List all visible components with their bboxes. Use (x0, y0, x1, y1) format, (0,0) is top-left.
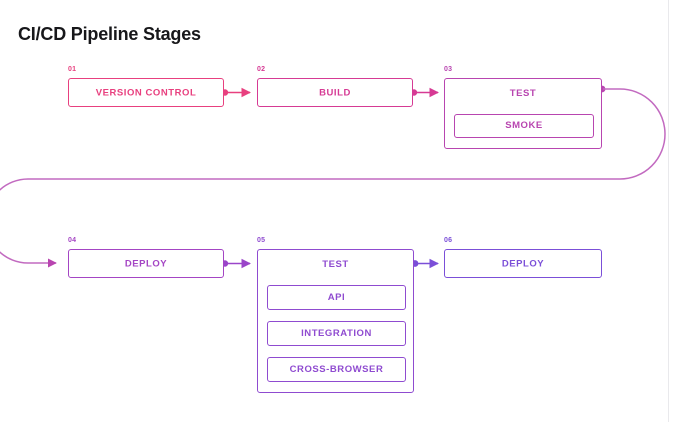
stage-box-deploy-staging[interactable]: DEPLOY (68, 249, 224, 278)
stage-number-03: 03 (444, 66, 453, 73)
page-title: CI/CD Pipeline Stages (18, 24, 201, 44)
stage-number-02: 02 (257, 66, 266, 73)
substage-box-integration[interactable]: INTEGRATION (267, 321, 406, 346)
stage-number-05: 05 (257, 237, 266, 244)
stage-label-build: BUILD (319, 87, 351, 98)
stage-box-version-control[interactable]: VERSION CONTROL (68, 78, 224, 107)
stage-label-deploy-staging: DEPLOY (124, 258, 168, 269)
stage-box-build[interactable]: BUILD (257, 78, 413, 107)
stage-box-deploy-production[interactable]: DEPLOY (444, 249, 602, 278)
connector-deploy-to-test (221, 258, 251, 269)
connector-build-to-test (410, 87, 439, 98)
connector-test-to-deploy (411, 258, 439, 269)
stage-label-test-suite: TEST (322, 259, 349, 270)
stage-label-version-control: VERSION CONTROL (95, 87, 197, 98)
stage-box-test-smoke[interactable]: TEST SMOKE (444, 78, 602, 149)
stage-label-deploy-production: DEPLOY (501, 258, 545, 269)
stage-number-06: 06 (444, 237, 453, 244)
substage-label-smoke: SMOKE (505, 120, 543, 132)
stage-label-test: TEST (509, 88, 537, 99)
page-edge-rule (668, 0, 669, 422)
substage-box-cross-browser[interactable]: CROSS-BROWSER (267, 357, 406, 382)
substage-label-cross-browser: CROSS-BROWSER (289, 363, 384, 375)
stage-number-01: 01 (68, 66, 77, 73)
substage-box-smoke[interactable]: SMOKE (454, 114, 594, 138)
stage-number-04: 04 (68, 237, 77, 244)
stage-box-test-suite[interactable]: TEST API INTEGRATION CROSS-BROWSER (257, 249, 414, 393)
substage-label-api: API (327, 291, 346, 303)
substage-label-integration: INTEGRATION (301, 327, 372, 339)
connector-version-control-to-build (221, 87, 251, 98)
substage-box-api[interactable]: API (267, 285, 406, 310)
